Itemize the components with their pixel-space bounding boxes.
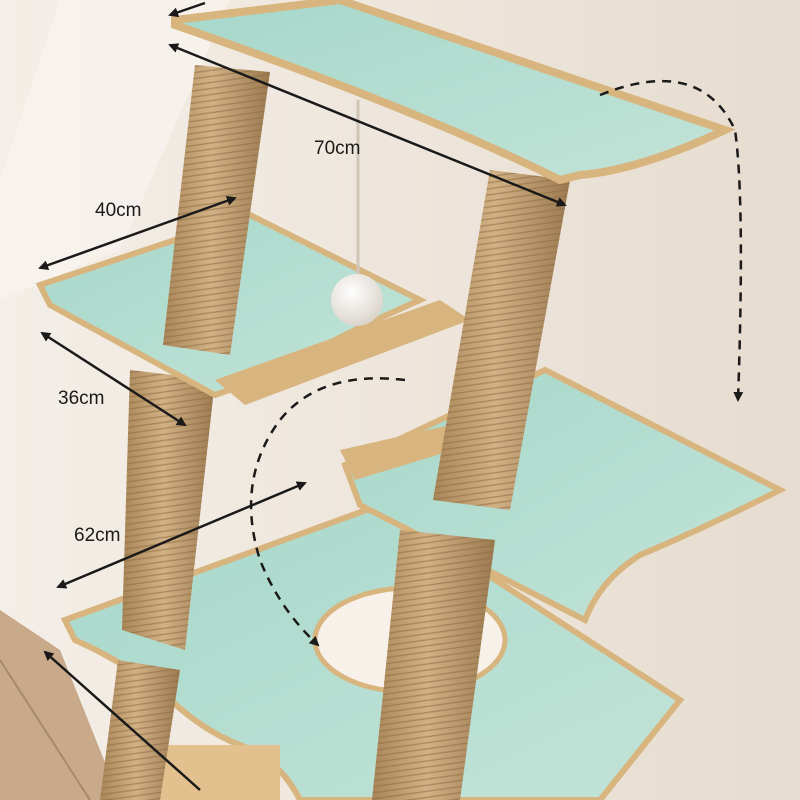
label-70cm: 70cm — [314, 138, 360, 159]
connector-bar-lower — [340, 425, 470, 480]
arrow-top-edge — [168, 1, 206, 18]
floor-line — [0, 659, 91, 800]
label-62cm: 62cm — [74, 525, 120, 546]
arrow-36cm — [40, 331, 187, 427]
sisal-post-left-bottom-rope — [100, 660, 180, 800]
floor — [0, 610, 120, 800]
lower-box — [150, 745, 280, 800]
sisal-post-right-lower-rope — [372, 530, 495, 800]
dashed-arrow-right — [599, 79, 744, 402]
arrow-40cm — [38, 195, 237, 271]
arrow-bottom-depth — [43, 650, 201, 791]
toy-ball — [331, 274, 383, 326]
sisal-post-right-upper-rope — [433, 170, 570, 510]
connector-bar — [215, 300, 470, 405]
label-36cm: 36cm — [58, 388, 104, 409]
arrow-70cm — [168, 43, 567, 207]
label-40cm: 40cm — [95, 200, 141, 221]
arrow-62cm — [56, 481, 307, 589]
